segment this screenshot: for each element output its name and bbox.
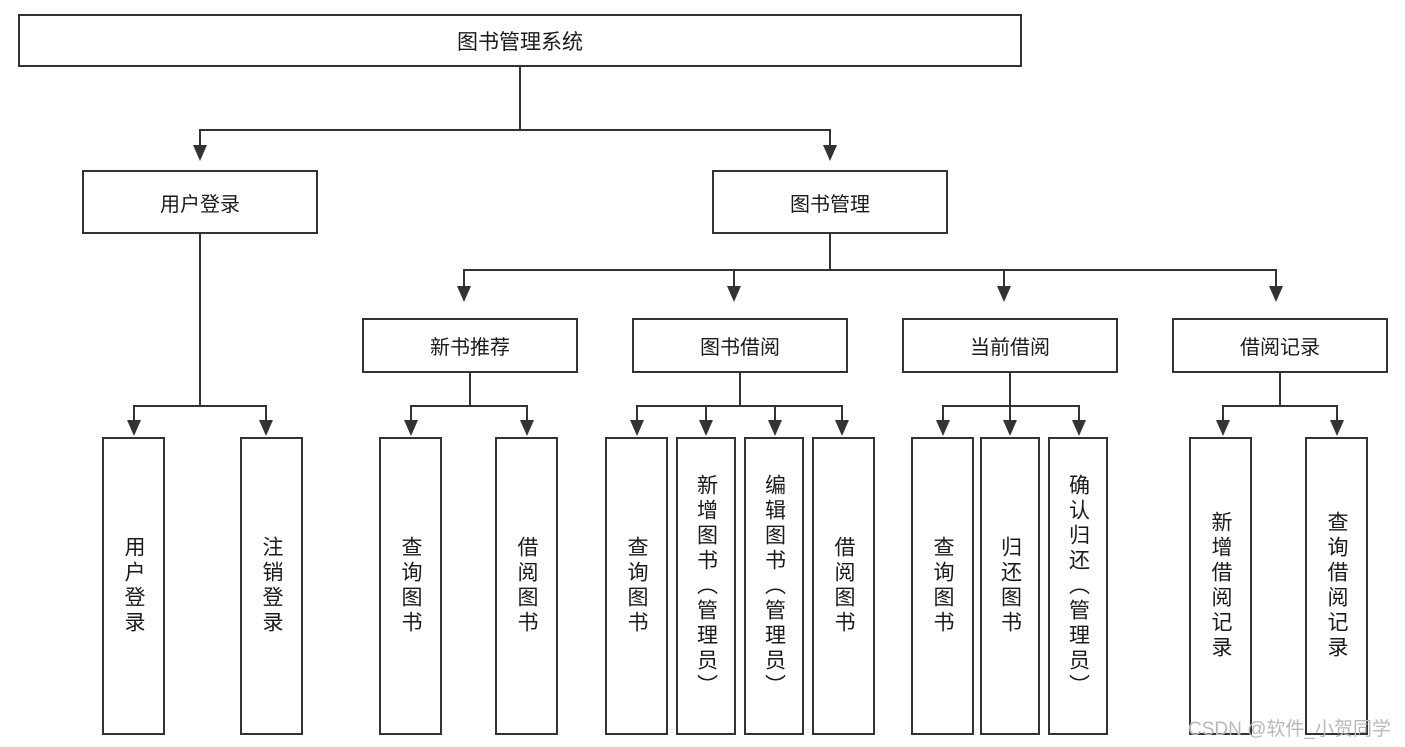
leaf-edit-book-admin[interactable]: 编辑图书（管理员）: [744, 437, 804, 735]
connector-new-book-bus: [410, 405, 528, 407]
connector-borrow-records-drop-2: [1336, 405, 1338, 421]
connector-level2-bus: [199, 129, 831, 131]
arrow-book-borrow-leaf-4: [835, 420, 849, 436]
node-label: 图书借阅: [700, 337, 780, 359]
connector-book-borrow-drop-4: [841, 405, 843, 421]
connector-new-book-stem: [469, 373, 471, 406]
leaf-logout[interactable]: 注销登录: [240, 437, 303, 735]
connector-book-borrow-bus: [636, 405, 843, 407]
node-label: 查询借阅记录: [1325, 511, 1348, 661]
connector-current-borrow-drop-3: [1078, 405, 1080, 421]
arrow-book-borrow-leaf-2: [699, 420, 713, 436]
connector-level3-drop-4: [1275, 269, 1277, 287]
connector-current-borrow-drop-2: [1009, 405, 1011, 421]
arrow-user-login-leaf-1: [127, 420, 141, 436]
node-new-book-recommend[interactable]: 新书推荐: [362, 318, 578, 373]
node-root-book-management-system[interactable]: 图书管理系统: [18, 14, 1022, 67]
connector-root-stem: [519, 67, 521, 130]
connector-user-login-bus: [133, 405, 267, 407]
connector-borrow-records-drop-1: [1222, 405, 1224, 421]
leaf-borrow-book[interactable]: 借阅图书: [812, 437, 875, 735]
connector-borrow-records-stem: [1279, 373, 1281, 406]
node-label: 编辑图书（管理员）: [762, 473, 786, 699]
node-label: 查询图书: [625, 536, 648, 636]
connector-level3-bus: [463, 269, 1277, 271]
node-label: 借阅图书: [515, 536, 538, 636]
connector-current-borrow-drop-1: [942, 405, 944, 421]
connector-book-borrow-stem: [739, 373, 741, 406]
node-label: 查询图书: [399, 536, 422, 636]
node-borrow-records[interactable]: 借阅记录: [1172, 318, 1388, 373]
node-label: 借阅记录: [1240, 337, 1320, 359]
arrow-borrow-records-leaf-1: [1216, 420, 1230, 436]
leaf-add-book-admin[interactable]: 新增图书（管理员）: [676, 437, 736, 735]
connector-user-login-drop-1: [133, 405, 135, 421]
node-label: 图书管理: [790, 193, 870, 216]
arrow-current-borrow-leaf-3: [1072, 420, 1086, 436]
arrow-book-borrow-leaf-1: [630, 420, 644, 436]
node-label: 图书管理系统: [457, 30, 583, 54]
arrow-book-borrow-leaf-3: [768, 420, 782, 436]
arrow-level2-1: [193, 145, 207, 161]
arrow-new-book-leaf-2: [520, 420, 534, 436]
connector-new-book-drop-1: [410, 405, 412, 421]
watermark-text: CSDN @软件_小贺同学: [1188, 719, 1391, 740]
connector-new-book-drop-2: [526, 405, 528, 421]
leaf-borrow-book-recommend[interactable]: 借阅图书: [495, 437, 558, 735]
node-label: 用户登录: [122, 536, 145, 636]
leaf-return-book[interactable]: 归还图书: [980, 437, 1040, 735]
leaf-query-borrow-record[interactable]: 查询借阅记录: [1305, 437, 1368, 735]
node-current-borrow[interactable]: 当前借阅: [902, 318, 1118, 373]
node-label: 新增图书（管理员）: [694, 473, 718, 699]
arrow-level3-2: [727, 286, 741, 302]
connector-current-borrow-bus: [942, 405, 1080, 407]
node-label: 新增借阅记录: [1209, 511, 1232, 661]
connector-book-borrow-drop-3: [774, 405, 776, 421]
node-user-login[interactable]: 用户登录: [82, 170, 318, 234]
arrow-new-book-leaf-1: [404, 420, 418, 436]
leaf-confirm-return-admin[interactable]: 确认归还（管理员）: [1048, 437, 1108, 735]
node-book-borrow[interactable]: 图书借阅: [632, 318, 848, 373]
leaf-user-login[interactable]: 用户登录: [102, 437, 165, 735]
connector-level3-drop-3: [1003, 269, 1005, 287]
node-label: 归还图书: [998, 536, 1022, 636]
node-label: 新书推荐: [430, 337, 510, 359]
leaf-query-book-current[interactable]: 查询图书: [911, 437, 974, 735]
arrow-current-borrow-leaf-1: [936, 420, 950, 436]
arrow-borrow-records-leaf-2: [1330, 420, 1344, 436]
connector-level3-drop-1: [463, 269, 465, 287]
arrow-level3-4: [1269, 286, 1283, 302]
connector-borrow-records-bus: [1222, 405, 1338, 407]
node-book-management[interactable]: 图书管理: [712, 170, 948, 234]
node-label: 当前借阅: [970, 337, 1050, 359]
node-label: 查询图书: [931, 536, 954, 636]
connector-level2-drop-2: [829, 129, 831, 147]
connector-user-login-stem: [199, 234, 201, 406]
connector-current-borrow-stem: [1009, 373, 1011, 406]
connector-book-borrow-drop-1: [636, 405, 638, 421]
node-label: 借阅图书: [832, 536, 855, 636]
arrow-level3-3: [997, 286, 1011, 302]
arrow-user-login-leaf-2: [259, 420, 273, 436]
connector-level3-drop-2: [733, 269, 735, 287]
connector-user-login-drop-2: [265, 405, 267, 421]
leaf-add-borrow-record[interactable]: 新增借阅记录: [1189, 437, 1252, 735]
leaf-query-book-recommend[interactable]: 查询图书: [379, 437, 442, 735]
connector-book-management-stem: [829, 234, 831, 270]
node-label: 确认归还（管理员）: [1066, 473, 1090, 699]
arrow-level3-1: [457, 286, 471, 302]
node-label: 用户登录: [160, 193, 240, 216]
node-label: 注销登录: [260, 536, 283, 636]
arrow-level2-2: [823, 145, 837, 161]
leaf-query-book-borrow[interactable]: 查询图书: [605, 437, 668, 735]
connector-level2-drop-1: [199, 129, 201, 147]
connector-book-borrow-drop-2: [705, 405, 707, 421]
arrow-current-borrow-leaf-2: [1003, 420, 1017, 436]
